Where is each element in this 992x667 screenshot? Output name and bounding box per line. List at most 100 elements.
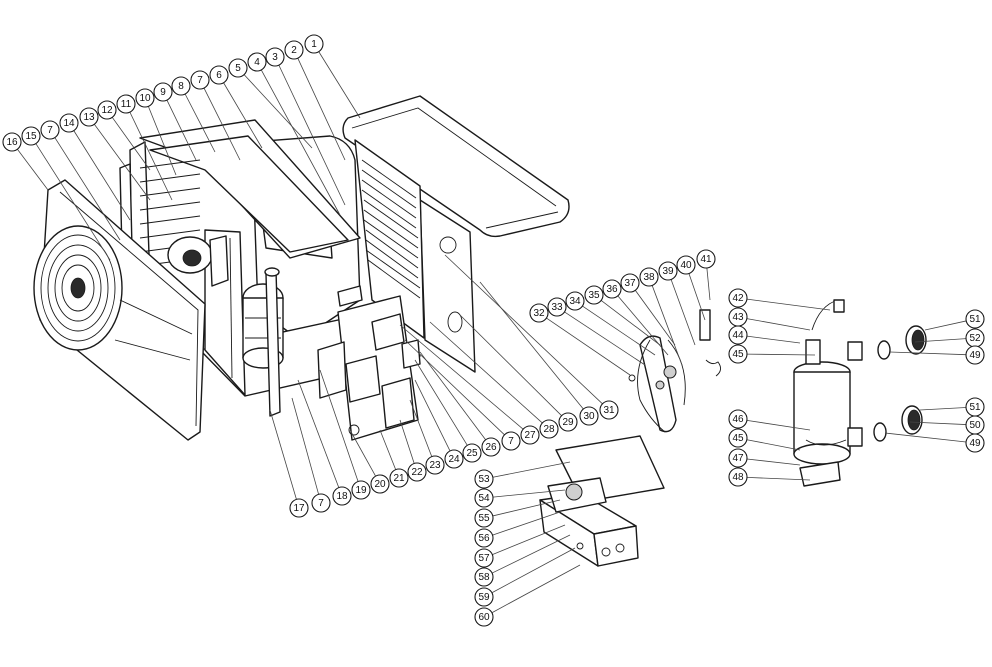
leader-line xyxy=(404,339,505,436)
callout-17: 17 xyxy=(269,409,309,518)
callout-number: 49 xyxy=(969,350,981,361)
callout-53: 53 xyxy=(474,461,571,489)
leader-line xyxy=(746,298,831,311)
callout-30: 30 xyxy=(479,281,599,426)
callout-number: 50 xyxy=(969,420,981,431)
leader-line xyxy=(297,379,340,488)
callout-circle xyxy=(2,132,22,152)
leader-line xyxy=(318,51,361,119)
callout-circle xyxy=(97,100,117,120)
callout-number: 52 xyxy=(969,333,981,344)
fan-motor xyxy=(167,235,229,287)
callout-31: 31 xyxy=(444,254,619,420)
callout-number: 57 xyxy=(478,553,490,564)
leader-line xyxy=(746,353,816,356)
leader-line xyxy=(291,397,319,495)
leader-line xyxy=(600,300,661,346)
callout-25: 25 xyxy=(414,359,482,463)
callout-number: 41 xyxy=(700,254,712,265)
callout-number: 48 xyxy=(732,472,744,483)
leader-line xyxy=(223,82,263,149)
callout-34: 34 xyxy=(565,291,656,356)
callout-circle xyxy=(389,468,409,488)
callout-19: 19 xyxy=(319,369,371,500)
callout-number: 42 xyxy=(732,293,744,304)
callout-26: 26 xyxy=(419,351,501,457)
callout-circle xyxy=(59,113,79,133)
callout-circle xyxy=(539,419,559,439)
leader-line xyxy=(924,320,967,331)
callout-number: 21 xyxy=(393,473,405,484)
callout-circle xyxy=(529,303,549,323)
callout-number: 13 xyxy=(83,112,95,123)
callout-circle xyxy=(602,279,622,299)
leader-line xyxy=(746,439,801,451)
callout-28: 28 xyxy=(429,321,559,439)
callout-circle xyxy=(304,34,324,54)
callout-number: 51 xyxy=(969,314,981,325)
leader-line xyxy=(379,429,397,470)
leader-line xyxy=(746,476,811,481)
coil-assembly xyxy=(628,309,721,433)
callout-32: 32 xyxy=(529,303,631,376)
leader-line xyxy=(914,338,967,343)
callout-number: 20 xyxy=(374,479,386,490)
callout-number: 8 xyxy=(178,81,184,92)
callout-circle xyxy=(728,288,748,308)
callout-circle xyxy=(209,65,229,85)
callout-circle xyxy=(474,587,494,607)
leader-line xyxy=(349,429,376,477)
callout-9: 9 xyxy=(153,82,197,161)
callout-circle xyxy=(676,255,696,275)
leader-line xyxy=(479,281,584,410)
leader-line xyxy=(147,106,177,176)
callout-45: 45 xyxy=(728,344,816,364)
callout-number: 44 xyxy=(732,330,744,341)
callout-circle xyxy=(135,88,155,108)
electrical-panel xyxy=(317,285,421,441)
callout-circle xyxy=(474,607,494,627)
callout-circle xyxy=(520,425,540,445)
callout-number: 17 xyxy=(293,503,305,514)
callout-number: 5 xyxy=(235,63,241,74)
callout-56: 56 xyxy=(474,511,561,548)
callout-circle xyxy=(565,291,585,311)
callout-number: 49 xyxy=(969,438,981,449)
leader-line xyxy=(35,143,111,261)
leader-line xyxy=(492,489,566,498)
callout-circle xyxy=(728,325,748,345)
leader-line xyxy=(54,137,121,241)
callout-circle xyxy=(658,261,678,281)
callout-circle xyxy=(696,249,716,269)
callout-12: 12 xyxy=(97,100,151,171)
callout-50: 50 xyxy=(909,415,985,435)
callout-18: 18 xyxy=(297,379,352,506)
callout-11: 11 xyxy=(116,94,173,201)
leader-line xyxy=(546,317,631,376)
leader-line xyxy=(746,318,811,331)
callout-8: 8 xyxy=(171,76,216,153)
callout-40: 40 xyxy=(676,255,706,321)
callout-54: 54 xyxy=(474,488,566,508)
leader-line xyxy=(634,290,676,346)
leader-line xyxy=(429,321,543,424)
callout-number: 12 xyxy=(101,105,113,116)
callout-number: 26 xyxy=(485,442,497,453)
corner-post xyxy=(264,267,281,417)
leader-line xyxy=(706,267,711,301)
leader-line xyxy=(459,314,562,416)
leader-line xyxy=(203,87,241,161)
leader-line xyxy=(746,419,811,431)
leader-line xyxy=(889,351,967,356)
callout-circle xyxy=(116,94,136,114)
callout-circle xyxy=(474,508,494,528)
callout-circle xyxy=(153,82,173,102)
callout-number: 47 xyxy=(732,453,744,464)
callout-circle xyxy=(728,467,748,487)
callout-circle xyxy=(190,70,210,90)
callout-42: 42 xyxy=(728,288,831,311)
callout-circle xyxy=(474,528,494,548)
leader-line xyxy=(111,117,151,171)
callout-49: 49 xyxy=(889,345,985,365)
callout-number: 60 xyxy=(478,612,490,623)
